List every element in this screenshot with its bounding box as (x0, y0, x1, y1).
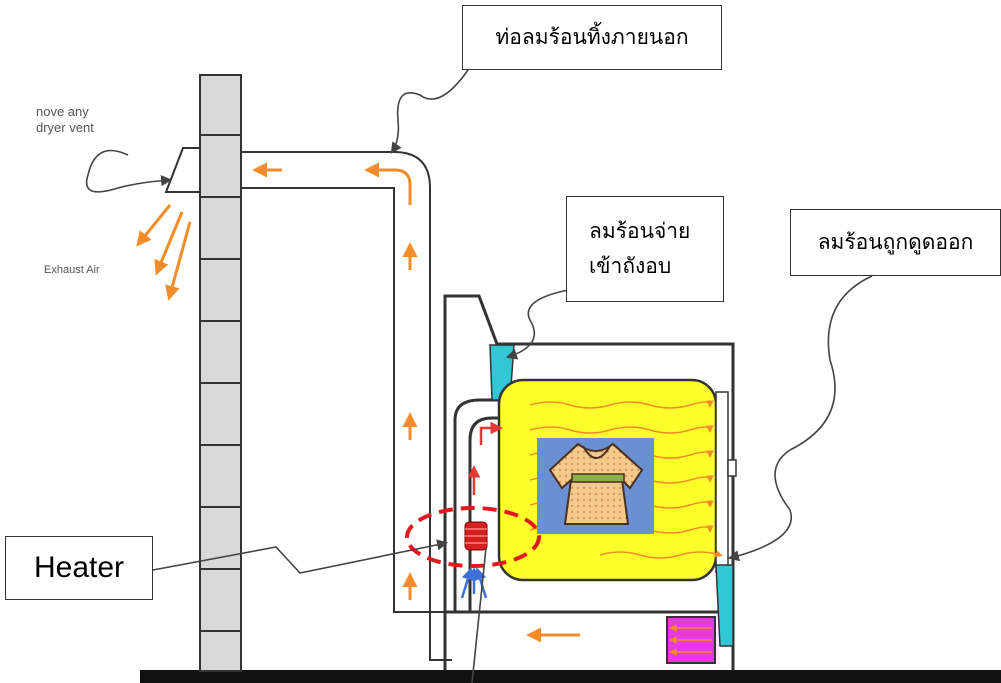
floor (140, 670, 1001, 683)
leader-lines (85, 69, 873, 683)
vent-hood (164, 147, 201, 193)
vent-note-line1: nove any (36, 104, 89, 119)
drum-side-plate (715, 391, 729, 573)
dryer-cabinet (443, 294, 735, 670)
heater-highlight-circle (405, 506, 541, 568)
hot-air-supply-callout: ลมร้อนจ่าย เข้าถังอบ (566, 196, 724, 302)
heater-callout: Heater (5, 536, 153, 600)
exhaust-duct (241, 151, 452, 661)
blower-arrows (669, 624, 712, 656)
hot-air-extracted-callout: ลมร้อนถูกดูดออก (790, 209, 1001, 276)
hot-air-supply-label-line2: เข้าถังอบ (589, 254, 672, 278)
heater-coil (464, 521, 488, 551)
drum-latch (727, 459, 737, 477)
brick-wall (199, 74, 242, 672)
heater-label: Heater (33, 551, 125, 584)
extract-vent-panel (715, 564, 734, 647)
duct-airflow-arrows (252, 162, 580, 643)
clothing-image (537, 438, 654, 534)
exhaust-duct-label: ท่อลมร้อนทิ้งภายนอก (495, 25, 689, 49)
exhaust-air-label: Exhaust Air (44, 264, 100, 276)
exhaust-duct-callout: ท่อลมร้อนทิ้งภายนอก (462, 5, 722, 70)
hot-air-extracted-label: ลมร้อนถูกดูดออก (817, 230, 974, 254)
hot-air-supply-label-line1: ลมร้อนจ่าย (589, 219, 691, 244)
heated-air-arrows (467, 421, 503, 495)
vent-note-line2: dryer vent (36, 120, 94, 135)
exhaust-air-arrows (136, 204, 192, 301)
